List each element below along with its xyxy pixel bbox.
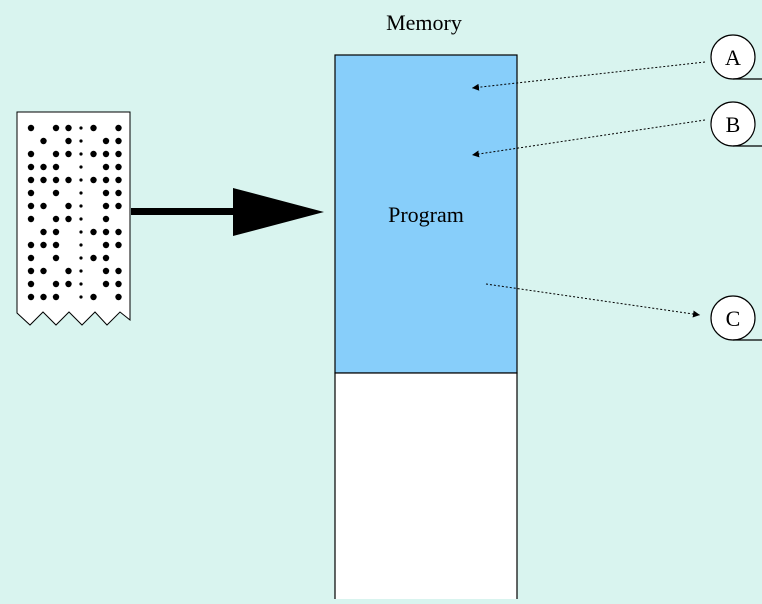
tape-hole xyxy=(90,228,97,236)
tape-hole xyxy=(65,137,72,145)
tape-hole xyxy=(102,215,110,223)
marker-c-label: C xyxy=(726,306,741,331)
tape-hole xyxy=(90,150,97,158)
tape-hole xyxy=(102,150,110,158)
memory-title: Memory xyxy=(386,10,462,35)
tape-hole xyxy=(79,191,83,195)
tape-hole xyxy=(52,241,60,249)
tape-hole xyxy=(52,163,60,171)
tape-hole xyxy=(115,267,122,275)
tape-hole xyxy=(79,256,83,260)
tape-hole xyxy=(52,124,60,132)
tape-hole xyxy=(115,189,122,197)
tape-hole xyxy=(40,137,47,145)
program-label: Program xyxy=(388,202,464,227)
tape-hole xyxy=(79,126,83,130)
tape-hole xyxy=(79,269,83,273)
load-arrow xyxy=(131,188,324,236)
tape-hole xyxy=(27,189,35,197)
tape-hole xyxy=(79,217,83,221)
tape-hole xyxy=(65,280,72,288)
tape-hole xyxy=(52,189,60,197)
tape-hole xyxy=(65,202,72,210)
tape-hole xyxy=(27,293,35,301)
tape-hole xyxy=(52,215,60,223)
tape-hole xyxy=(27,163,35,171)
tape-hole xyxy=(40,176,47,184)
tape-hole xyxy=(102,241,110,249)
tape-hole xyxy=(115,202,122,210)
tape-hole xyxy=(115,176,122,184)
tape-hole xyxy=(40,228,47,236)
tape-hole xyxy=(40,293,47,301)
tape-hole xyxy=(27,215,35,223)
tape-hole xyxy=(40,163,47,171)
tape-hole xyxy=(27,267,35,275)
tape-hole xyxy=(52,228,60,236)
tape-hole xyxy=(52,254,60,262)
tape-hole xyxy=(102,280,110,288)
tape-hole xyxy=(27,280,35,288)
tape-hole xyxy=(79,230,83,234)
tape-hole xyxy=(79,139,83,143)
tape-hole xyxy=(102,267,110,275)
tape-hole xyxy=(102,228,110,236)
tape-hole xyxy=(52,150,60,158)
marker-b: B xyxy=(710,101,762,147)
tape-hole xyxy=(115,150,122,158)
free-memory-region xyxy=(334,372,518,604)
tape-hole xyxy=(79,204,83,208)
tape-hole xyxy=(102,137,110,145)
tape-hole xyxy=(27,124,35,132)
tape-hole xyxy=(40,202,47,210)
tape-hole xyxy=(115,163,122,171)
tape-hole xyxy=(52,280,60,288)
tape-hole xyxy=(90,124,97,132)
tape-hole xyxy=(115,280,122,288)
tape-hole xyxy=(52,293,60,301)
tape-hole xyxy=(79,165,83,169)
tape-hole xyxy=(65,267,72,275)
tape-hole xyxy=(27,176,35,184)
tape-hole xyxy=(102,254,110,262)
tape-hole xyxy=(115,137,122,145)
reference-arrow-a xyxy=(471,61,706,91)
tape-hole xyxy=(115,241,122,249)
tape-hole xyxy=(115,228,122,236)
tape-hole xyxy=(115,293,122,301)
tape-hole xyxy=(27,254,35,262)
tape-hole xyxy=(79,295,83,299)
tape-hole xyxy=(65,150,72,158)
tape-hole xyxy=(65,215,72,223)
tape-hole xyxy=(79,178,83,182)
marker-a-label: A xyxy=(725,45,741,70)
tape-hole xyxy=(65,124,72,132)
marker-c: C xyxy=(710,295,762,341)
tape-hole xyxy=(40,241,47,249)
marker-a: A xyxy=(710,34,762,80)
tape-hole xyxy=(27,241,35,249)
tape-hole xyxy=(27,150,35,158)
punched-tape-icon xyxy=(16,111,131,326)
tape-hole xyxy=(65,176,72,184)
tape-hole xyxy=(102,163,110,171)
reference-arrow-c xyxy=(485,283,701,318)
tape-hole xyxy=(90,254,97,262)
program-region xyxy=(334,54,518,374)
tape-hole xyxy=(79,282,83,286)
tape-hole xyxy=(102,176,110,184)
tape-hole xyxy=(90,176,97,184)
tape-hole xyxy=(115,124,122,132)
tape-hole xyxy=(79,152,83,156)
tape-hole xyxy=(40,267,47,275)
tape-hole xyxy=(79,243,83,247)
tape-hole xyxy=(102,202,110,210)
tape-hole xyxy=(52,176,60,184)
marker-b-label: B xyxy=(726,112,741,137)
tape-hole xyxy=(102,189,110,197)
tape-hole xyxy=(90,293,97,301)
reference-arrow-b xyxy=(471,119,706,158)
tape-hole xyxy=(27,202,35,210)
